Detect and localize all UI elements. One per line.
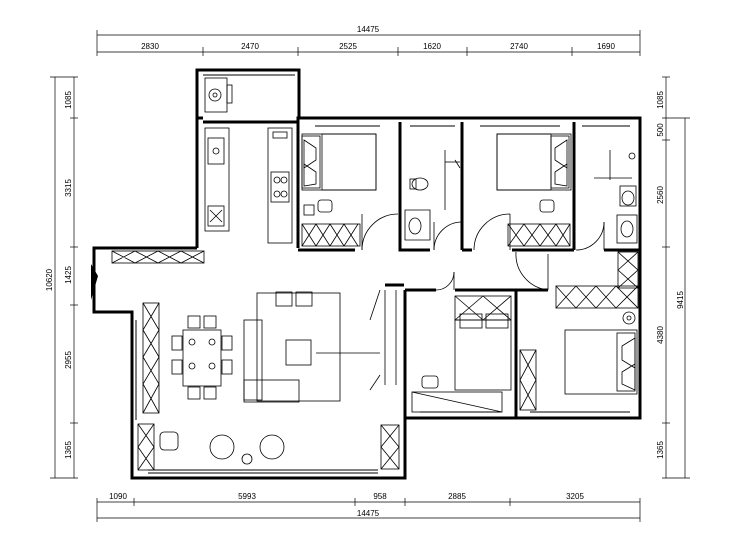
bedroom-4-furniture [519, 329, 638, 411]
top-dim-3: 2525 [339, 42, 357, 51]
left-dim-4: 2955 [64, 351, 73, 369]
bedroom-3-furniture [411, 295, 512, 413]
right-dim-1: 1085 [656, 91, 665, 109]
top-dim-4: 1620 [423, 42, 441, 51]
doors [361, 213, 605, 391]
bottom-dim-1: 1090 [109, 492, 127, 501]
left-dim-2: 3315 [64, 179, 73, 197]
interior-walls [135, 122, 640, 474]
right-total-dim: 9415 [676, 291, 685, 309]
exterior-walls [91, 68, 642, 480]
balcony-fixtures [204, 77, 233, 113]
top-dim-2: 2470 [241, 42, 259, 51]
bathroom-2-fixtures [594, 150, 638, 244]
bathroom-1-fixtures [404, 150, 461, 241]
top-total-dim: 14475 [357, 25, 380, 34]
bottom-dimensions: 1090 5993 958 2885 3205 14475 [96, 492, 641, 522]
right-dim-4: 4380 [656, 326, 665, 344]
bottom-dim-5: 3205 [566, 492, 584, 501]
left-dimensions: 10620 1085 3315 1425 2955 1365 [45, 76, 78, 479]
top-dim-5: 2740 [510, 42, 528, 51]
bottom-dim-4: 2885 [448, 492, 466, 501]
left-total-dim: 10620 [45, 268, 54, 291]
left-dim-5: 1365 [64, 441, 73, 459]
bottom-dim-3: 958 [373, 492, 387, 501]
right-dim-3: 2560 [656, 186, 665, 204]
bedroom-1-furniture [301, 133, 377, 247]
bottom-total-dim: 14475 [357, 509, 380, 518]
left-dim-3: 1425 [64, 266, 73, 284]
right-dimensions: 1085 500 2560 4380 1365 9415 [656, 76, 690, 479]
top-dim-1: 2830 [141, 42, 159, 51]
bedroom-2-furniture [496, 133, 572, 247]
kitchen-fixtures [204, 127, 293, 244]
right-dim-5: 1365 [656, 441, 665, 459]
left-dim-1: 1085 [64, 91, 73, 109]
top-dim-6: 1690 [597, 42, 615, 51]
corridor-cabinets [555, 251, 639, 325]
right-dim-2: 500 [656, 123, 665, 137]
bottom-dim-2: 5993 [238, 492, 256, 501]
living-room-furniture [111, 250, 400, 471]
top-dimensions: 14475 2830 2470 2525 1620 2740 1690 [96, 25, 641, 56]
